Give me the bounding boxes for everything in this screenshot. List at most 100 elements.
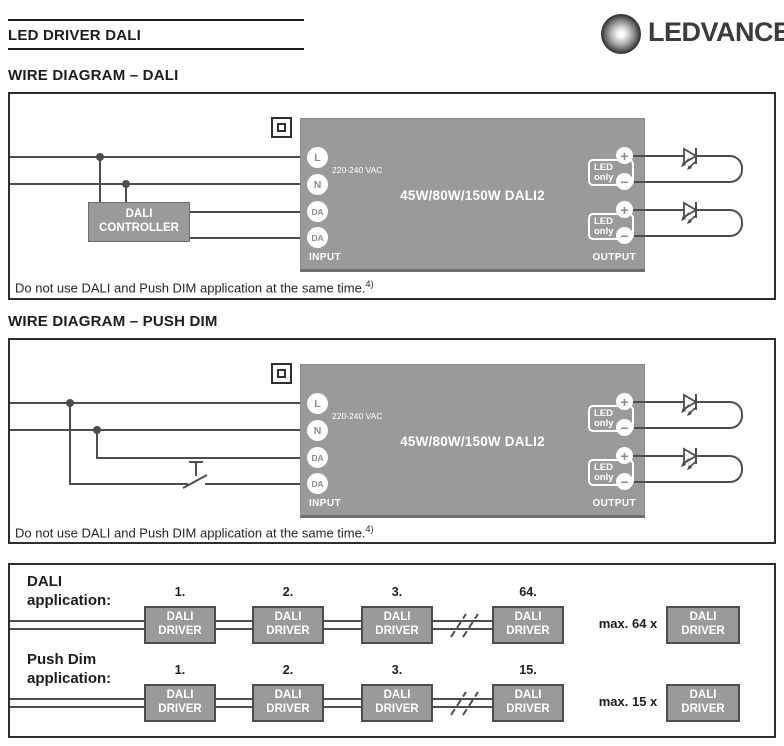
app-row-label: Push Dim application: [27,651,112,687]
bus-wire [10,628,144,630]
wire-break-icon [450,613,479,638]
warning-note: Do not use DALI and Push DIM application… [15,524,374,541]
driver-box: 45W/80W/150W DALI2 INPUT OUTPUT [300,364,645,518]
title-rule-top [8,19,304,21]
wire-l [10,156,310,158]
class-ii-icon [271,363,292,384]
max-count-label: max. 64 x [598,616,658,631]
led-only-label: LED only [588,213,634,240]
class-ii-inner-square [277,369,286,378]
bus-wire [324,620,361,622]
wire-tap-n [96,430,98,458]
section-heading-dali: WIRE DIAGRAM – DALI [8,67,179,84]
plus-icon: + [616,147,633,164]
plus-icon: + [616,393,633,410]
input-label: INPUT [309,252,341,263]
led-only-label: LED only [588,405,634,432]
bus-wire [216,620,252,622]
ledvance-logo-icon [601,14,641,54]
driver-model-label: 45W/80W/150W DALI2 [400,434,545,449]
title-rule-bottom [8,48,304,50]
plus-icon: + [616,201,633,218]
driver-box: 45W/80W/150W DALI2 INPUT OUTPUT [300,118,645,272]
controller-label-line2: CONTROLLER [99,222,179,234]
wire-da1 [190,211,310,213]
driver-number: 64. [519,585,537,599]
section-heading-pushdim: WIRE DIAGRAM – PUSH DIM [8,313,218,330]
terminal-l: L [307,393,328,414]
driver-number: 2. [282,663,294,677]
bus-wire [324,706,361,708]
wire-break-icon [450,691,479,716]
bus-wire [324,698,361,700]
bus-wire [10,620,144,622]
class-ii-icon [271,117,292,138]
minus-icon: − [616,173,633,190]
driver-number: 1. [174,663,186,677]
driver-number: 1. [174,585,186,599]
bus-wire [324,628,361,630]
terminal-l: L [307,147,328,168]
wire-tap-l [69,403,71,485]
wire-da2 [190,237,310,239]
terminal-n: N [307,174,328,195]
dali-controller-box: DALI CONTROLLER [88,202,190,242]
output-label: OUTPUT [592,252,636,263]
driver-number: 15. [519,663,537,677]
voltage-label: 220-240 VAC [332,411,383,421]
class-ii-inner-square [277,123,286,132]
input-label: INPUT [309,498,341,509]
output-label: OUTPUT [592,498,636,509]
bus-wire [216,698,252,700]
driver-number: 3. [391,663,403,677]
app-row-label: DALI application: [27,573,112,609]
max-count-label: max. 15 x [598,694,658,709]
led-diode-icon [673,201,707,224]
minus-icon: − [616,419,633,436]
brand-wordmark: LEDVANCE [648,17,784,47]
push-button-icon [182,461,208,489]
led-only-label: LED only [588,159,634,186]
minus-icon: − [616,227,633,244]
minus-icon: − [616,473,633,490]
wire-n [10,183,310,185]
wire-da1 [96,457,310,459]
plus-icon: + [616,447,633,464]
wire-tap-l [99,157,101,202]
bus-wire [10,706,144,708]
wire-l [10,402,310,404]
wire-da2-right [205,483,310,485]
bus-wire [433,620,492,622]
driver-number: 3. [391,585,403,599]
voltage-label: 220-240 VAC [332,165,383,175]
terminal-da2: DA [307,473,328,494]
wire-diagram-dali: DALI CONTROLLER 45W/80W/150W DALI2 INPUT… [8,92,776,300]
bus-wire [433,698,492,700]
wire-n [10,429,310,431]
warning-note: Do not use DALI and Push DIM application… [15,279,374,296]
bus-wire [433,628,492,630]
bus-wire [216,628,252,630]
wire-diagram-pushdim: 45W/80W/150W DALI2 INPUT OUTPUT 220-240 … [8,338,776,544]
terminal-da1: DA [307,447,328,468]
wire-tap-n [125,184,127,202]
led-diode-icon [673,147,707,170]
controller-label-line1: DALI [125,208,153,221]
bus-wire [433,706,492,708]
terminal-n: N [307,420,328,441]
driver-model-label: 45W/80W/150W DALI2 [400,188,545,203]
led-only-label: LED only [588,459,634,486]
bus-wire [216,706,252,708]
